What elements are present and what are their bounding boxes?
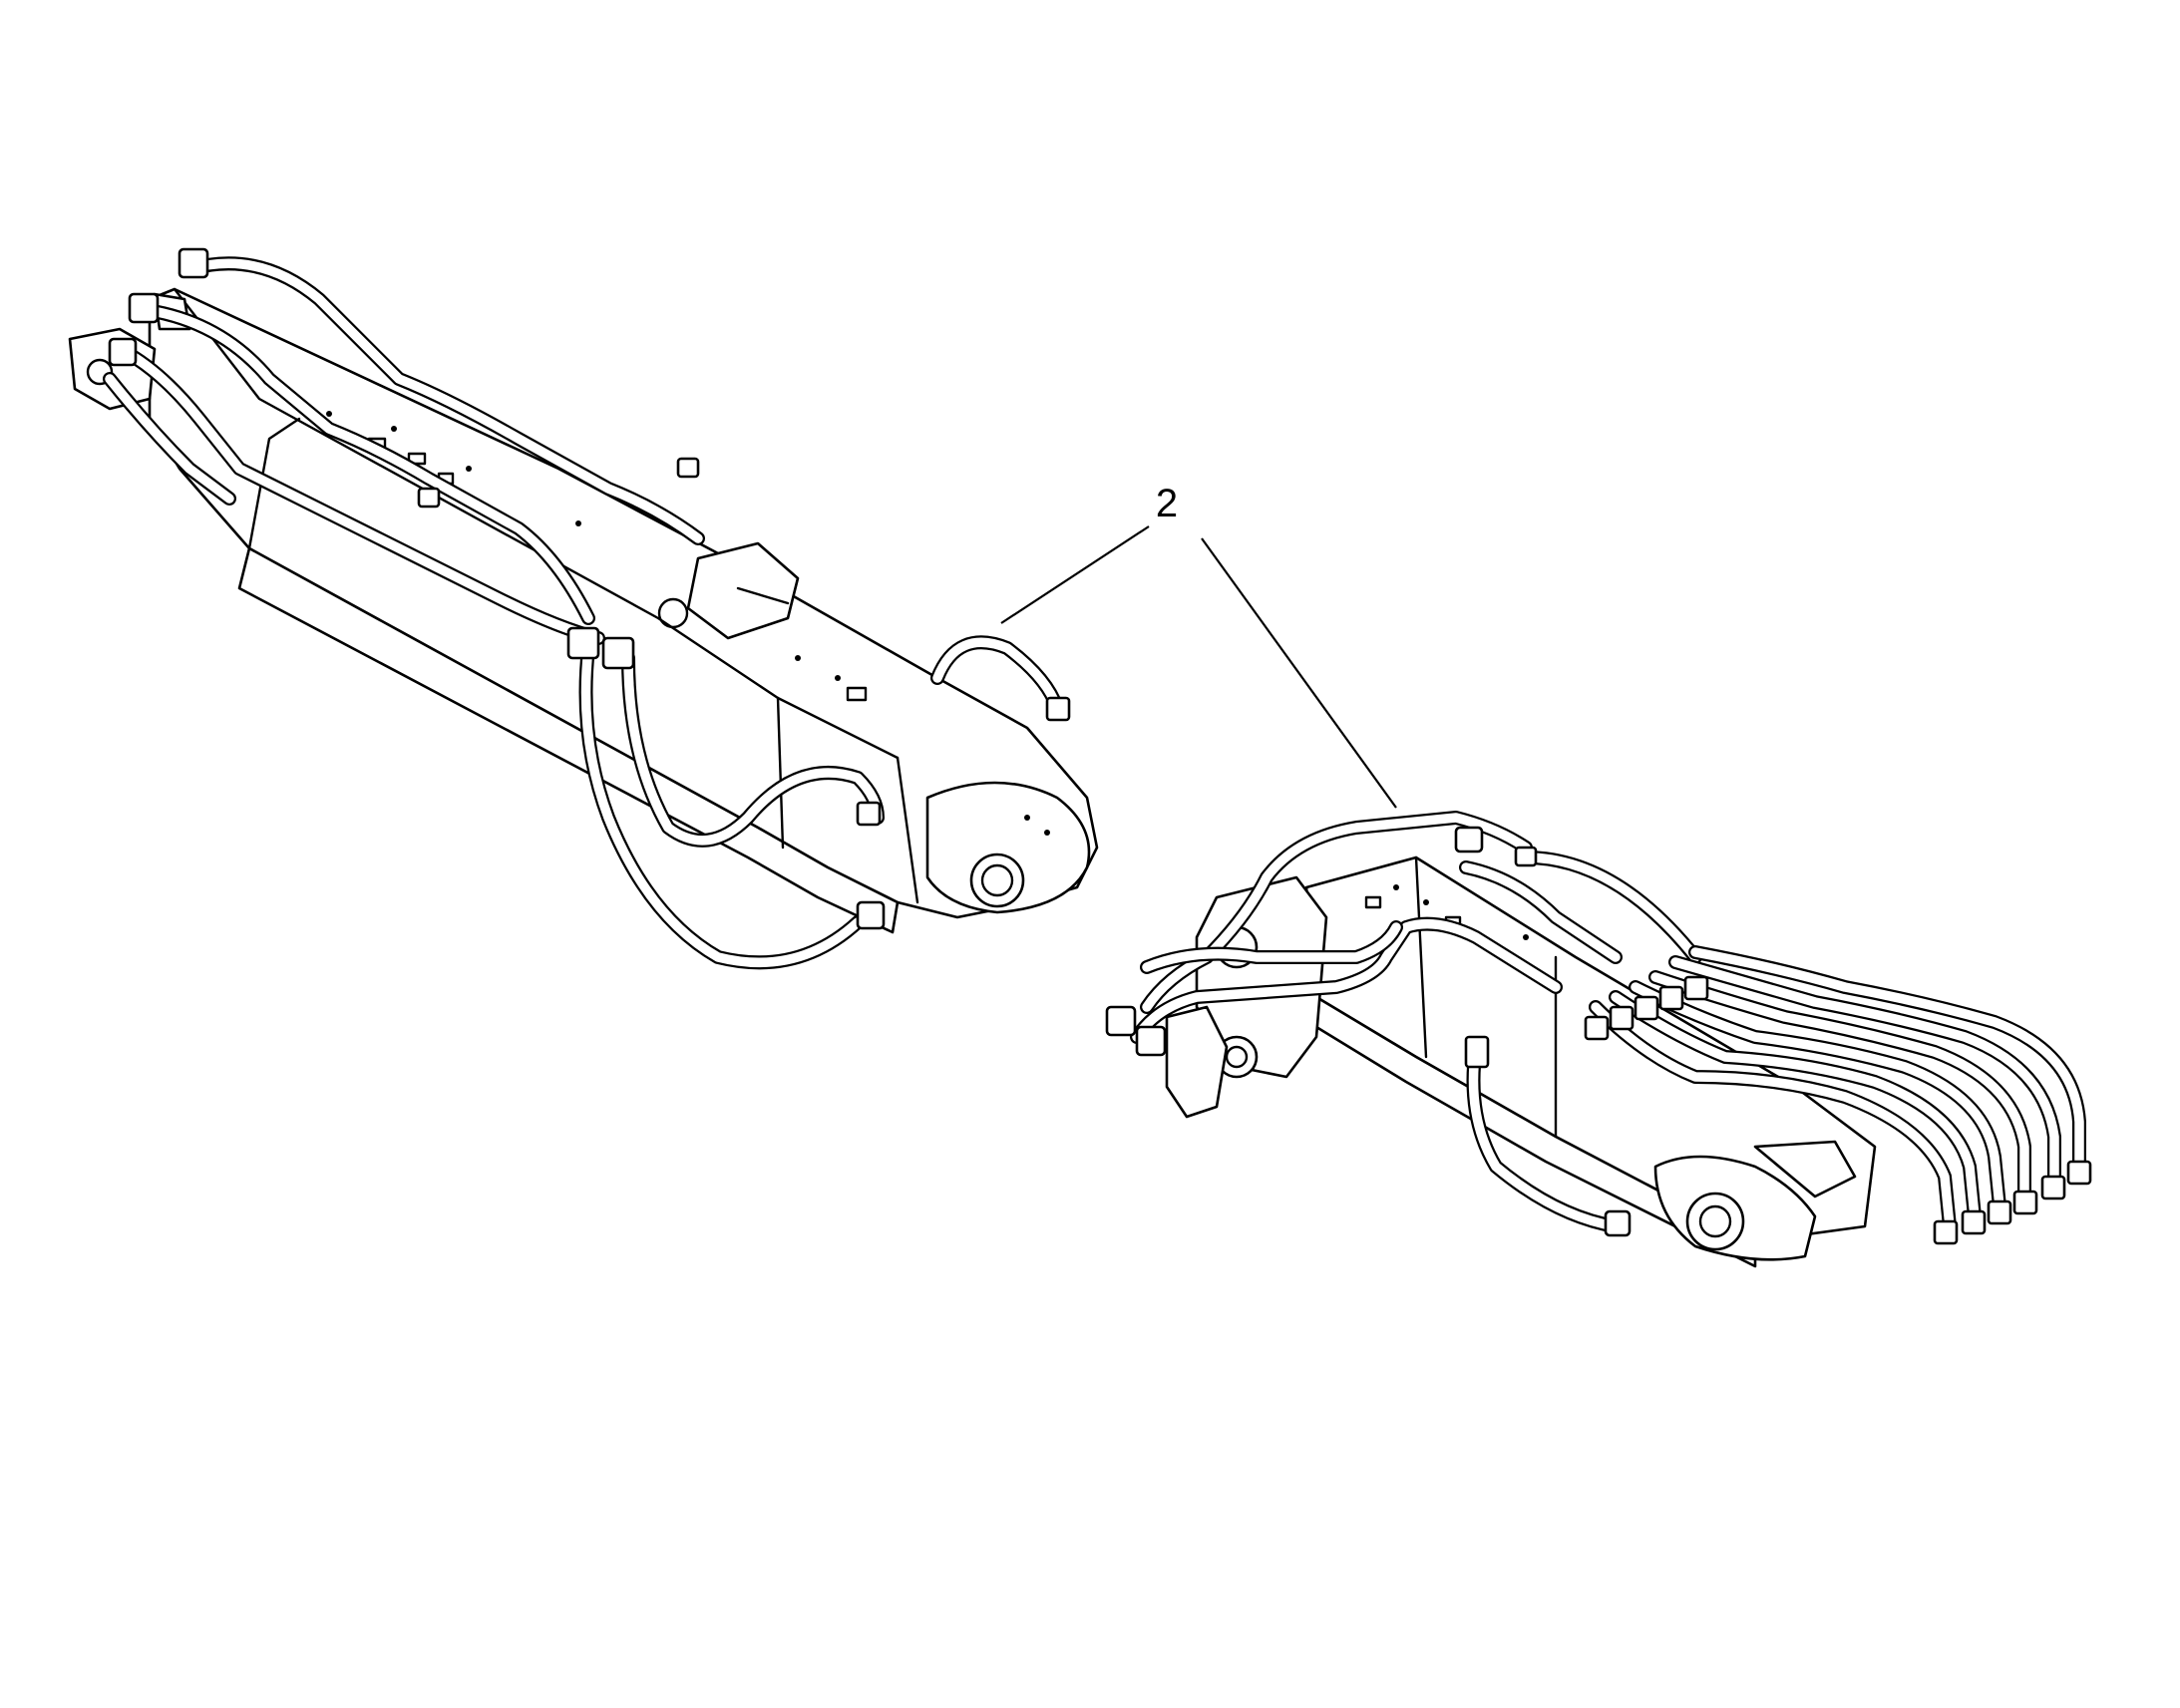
- leader-line-right: [1201, 537, 1397, 809]
- callout-2: 2: [1000, 482, 1397, 809]
- leader-line-left: [1000, 525, 1150, 624]
- callout-label: 2: [1156, 482, 1178, 525]
- boom-hose-assembly-icon: [1105, 811, 2092, 1268]
- arm-hose-assembly-icon: [68, 247, 1099, 970]
